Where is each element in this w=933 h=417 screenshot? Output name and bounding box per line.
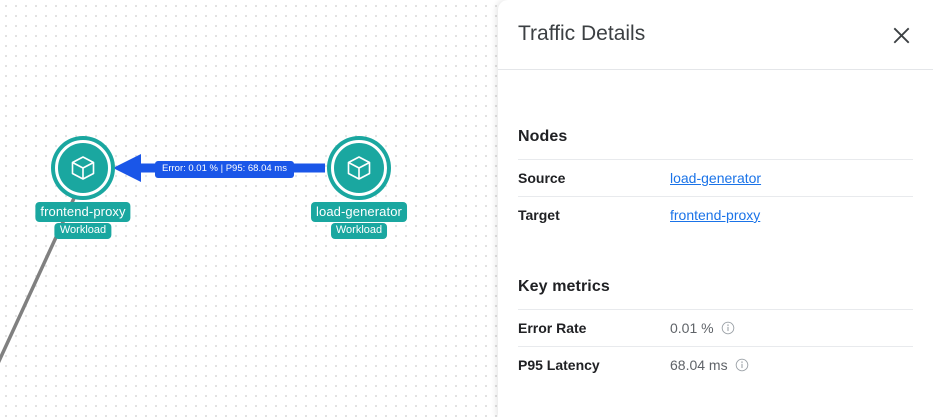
graph-node-load-generator[interactable]: load-generator Workload bbox=[311, 136, 407, 239]
row-key-source: Source bbox=[518, 170, 566, 186]
row-key-target: Target bbox=[518, 207, 560, 223]
table-row: Target frontend-proxy bbox=[518, 196, 913, 233]
edge-arrowhead-icon bbox=[113, 154, 141, 182]
page-title: Traffic Details bbox=[518, 22, 646, 45]
table-row: P95 Latency 68.04 ms bbox=[518, 346, 913, 383]
row-value-p95-latency: 68.04 ms bbox=[670, 357, 749, 373]
link-source-node[interactable]: load-generator bbox=[670, 170, 762, 186]
node-label-group: load-generator Workload bbox=[311, 202, 407, 239]
node-label-group: frontend-proxy Workload bbox=[35, 202, 131, 239]
row-key-error-rate: Error Rate bbox=[518, 320, 587, 336]
link-target-node[interactable]: frontend-proxy bbox=[670, 207, 761, 223]
node-subtitle: Workload bbox=[54, 223, 112, 239]
p95-latency-value: 68.04 ms bbox=[670, 357, 728, 373]
traffic-details-panel: Traffic Details Nodes Source load-genera… bbox=[498, 0, 933, 417]
key-metrics-heading: Key metrics bbox=[518, 278, 610, 295]
table-row: Source load-generator bbox=[518, 159, 913, 196]
graph-node-frontend-proxy[interactable]: frontend-proxy Workload bbox=[35, 136, 131, 239]
service-graph-canvas[interactable]: frontend-proxy Workload load-generator W… bbox=[0, 0, 500, 417]
info-icon[interactable] bbox=[721, 321, 735, 335]
nodes-section-heading: Nodes bbox=[518, 128, 568, 145]
panel-body: Nodes Source load-generator Target front… bbox=[498, 127, 933, 383]
row-key-p95-latency: P95 Latency bbox=[518, 357, 600, 373]
key-metrics-section: Key metrics Error Rate 0.01 % bbox=[518, 277, 913, 383]
table-row: Error Rate 0.01 % bbox=[518, 309, 913, 346]
node-title: load-generator bbox=[311, 202, 407, 222]
cube-icon bbox=[71, 156, 95, 180]
close-button[interactable] bbox=[883, 17, 919, 53]
error-rate-value: 0.01 % bbox=[670, 320, 714, 336]
node-subtitle: Workload bbox=[330, 223, 388, 239]
nodes-section: Nodes Source load-generator Target front… bbox=[518, 127, 913, 233]
cube-icon bbox=[347, 156, 371, 180]
panel-header: Traffic Details bbox=[498, 0, 933, 70]
row-value-error-rate: 0.01 % bbox=[670, 320, 735, 336]
info-icon[interactable] bbox=[735, 358, 749, 372]
edge-metrics-label[interactable]: Error: 0.01 % | P95: 68.04 ms bbox=[155, 161, 294, 178]
node-title: frontend-proxy bbox=[35, 202, 131, 222]
close-icon bbox=[893, 27, 909, 43]
